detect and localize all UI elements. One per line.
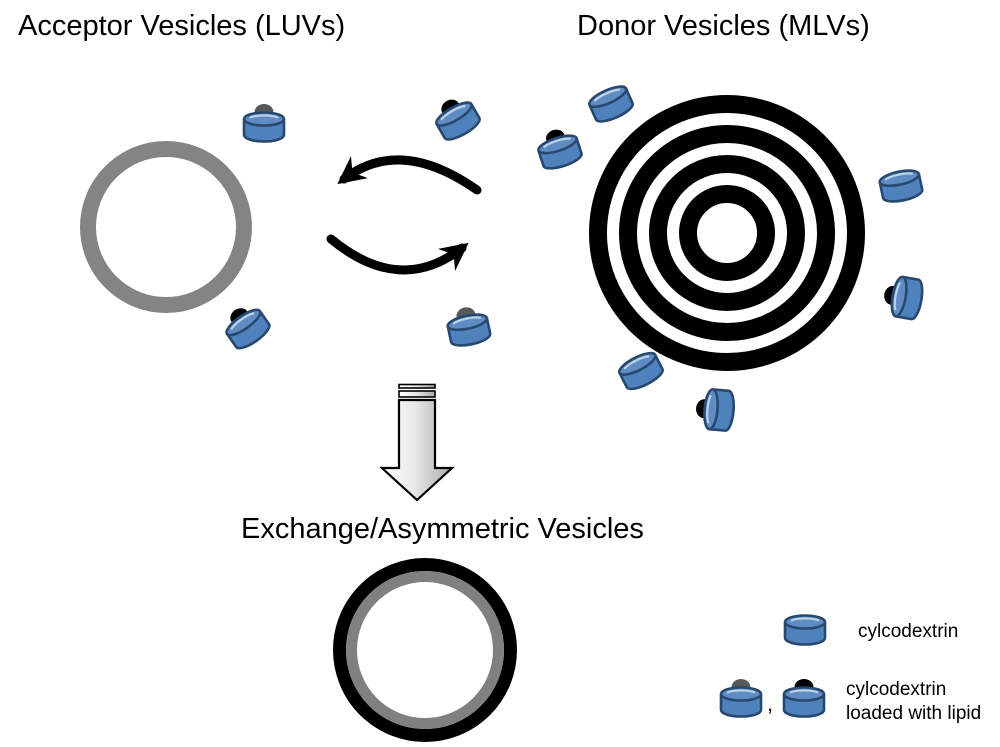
cycle-arrow-bottom [326, 234, 469, 275]
asymmetric-vesicle [333, 558, 517, 742]
exchange-cycle-arrows-icon [326, 155, 482, 275]
acceptor-vesicles-title: Acceptor Vesicles (LUVs) [18, 10, 346, 42]
cyclodextrin-icon [579, 71, 640, 129]
cylinder-highlight [440, 104, 466, 121]
striped-down-arrow-icon [379, 383, 455, 502]
mlv-ring-3 [649, 155, 805, 311]
cylinder-body [435, 103, 481, 141]
mlv-ring-4 [679, 185, 775, 281]
cylinder-highlight [249, 114, 279, 119]
acceptor-vesicle-luv [80, 141, 252, 313]
arrow-body [379, 398, 455, 502]
cyclodextrin-loaded-black-lipid-icon [425, 87, 488, 147]
cyclodextrin-loaded-gray-lipid-icon [440, 301, 496, 352]
cylinder-highlight [623, 355, 650, 370]
cylinder-top [587, 85, 628, 109]
cylinder-highlight [706, 394, 712, 424]
cylinder-highlight [593, 88, 621, 102]
cyclodextrin-icon [608, 338, 670, 397]
cylinder-body [225, 310, 271, 350]
cylinder-highlight [452, 316, 481, 325]
cylinder-highlight [789, 689, 819, 694]
cyclodextrin-loaded-gray-lipid-icon [240, 102, 288, 144]
arrow-stripe-2 [398, 390, 436, 398]
cylinder-highlight [726, 689, 756, 694]
cylinder-top [537, 134, 578, 155]
cyclodextrin-icon [872, 157, 928, 208]
legend-loaded-label: cylcodextrin loaded with lipid [846, 678, 981, 726]
cylinder-top [225, 308, 262, 337]
cyclodextrin-loaded-gray-lipid-icon [717, 677, 765, 719]
cylinder-top [618, 351, 657, 376]
legend-loaded-line1: cylcodextrin [846, 679, 947, 700]
cylinder-top [435, 101, 473, 127]
exchange-vesicles-title: Exchange/Asymmetric Vesicles [241, 513, 644, 545]
cylinder-highlight [893, 281, 902, 311]
legend-cyclodextrin-label: cylcodextrin [858, 621, 959, 642]
cyclodextrin-loaded-black-lipid-icon [214, 295, 277, 357]
cylinder-highlight [790, 617, 820, 622]
cyclodextrin-loaded-black-lipid-icon [878, 270, 928, 325]
cyclodextrin-loaded-black-lipid-icon [780, 677, 828, 719]
legend-comma: , [767, 691, 774, 716]
cyclodextrin-loaded-black-lipid-icon [692, 384, 738, 435]
cycle-arrow-top [337, 155, 482, 195]
cyclodextrin-loaded-black-lipid-icon [529, 121, 588, 176]
donor-vesicle-mlv [589, 95, 865, 371]
cylinder-highlight [884, 172, 913, 181]
mlv-ring-2 [619, 125, 835, 341]
asymmetric-vesicle-outer-leaflet [333, 558, 517, 742]
asymmetric-vesicle-inner-leaflet [346, 571, 504, 729]
arrow-stripe-1 [398, 383, 436, 389]
cyclodextrin-icon [781, 605, 829, 647]
mlv-ring-1 [589, 95, 865, 371]
donor-vesicles-title: Donor Vesicles (MLVs) [577, 10, 870, 42]
cylinder-highlight [230, 312, 255, 330]
legend-loaded-line2: loaded with lipid [846, 703, 982, 724]
cylinder-highlight [543, 137, 571, 149]
